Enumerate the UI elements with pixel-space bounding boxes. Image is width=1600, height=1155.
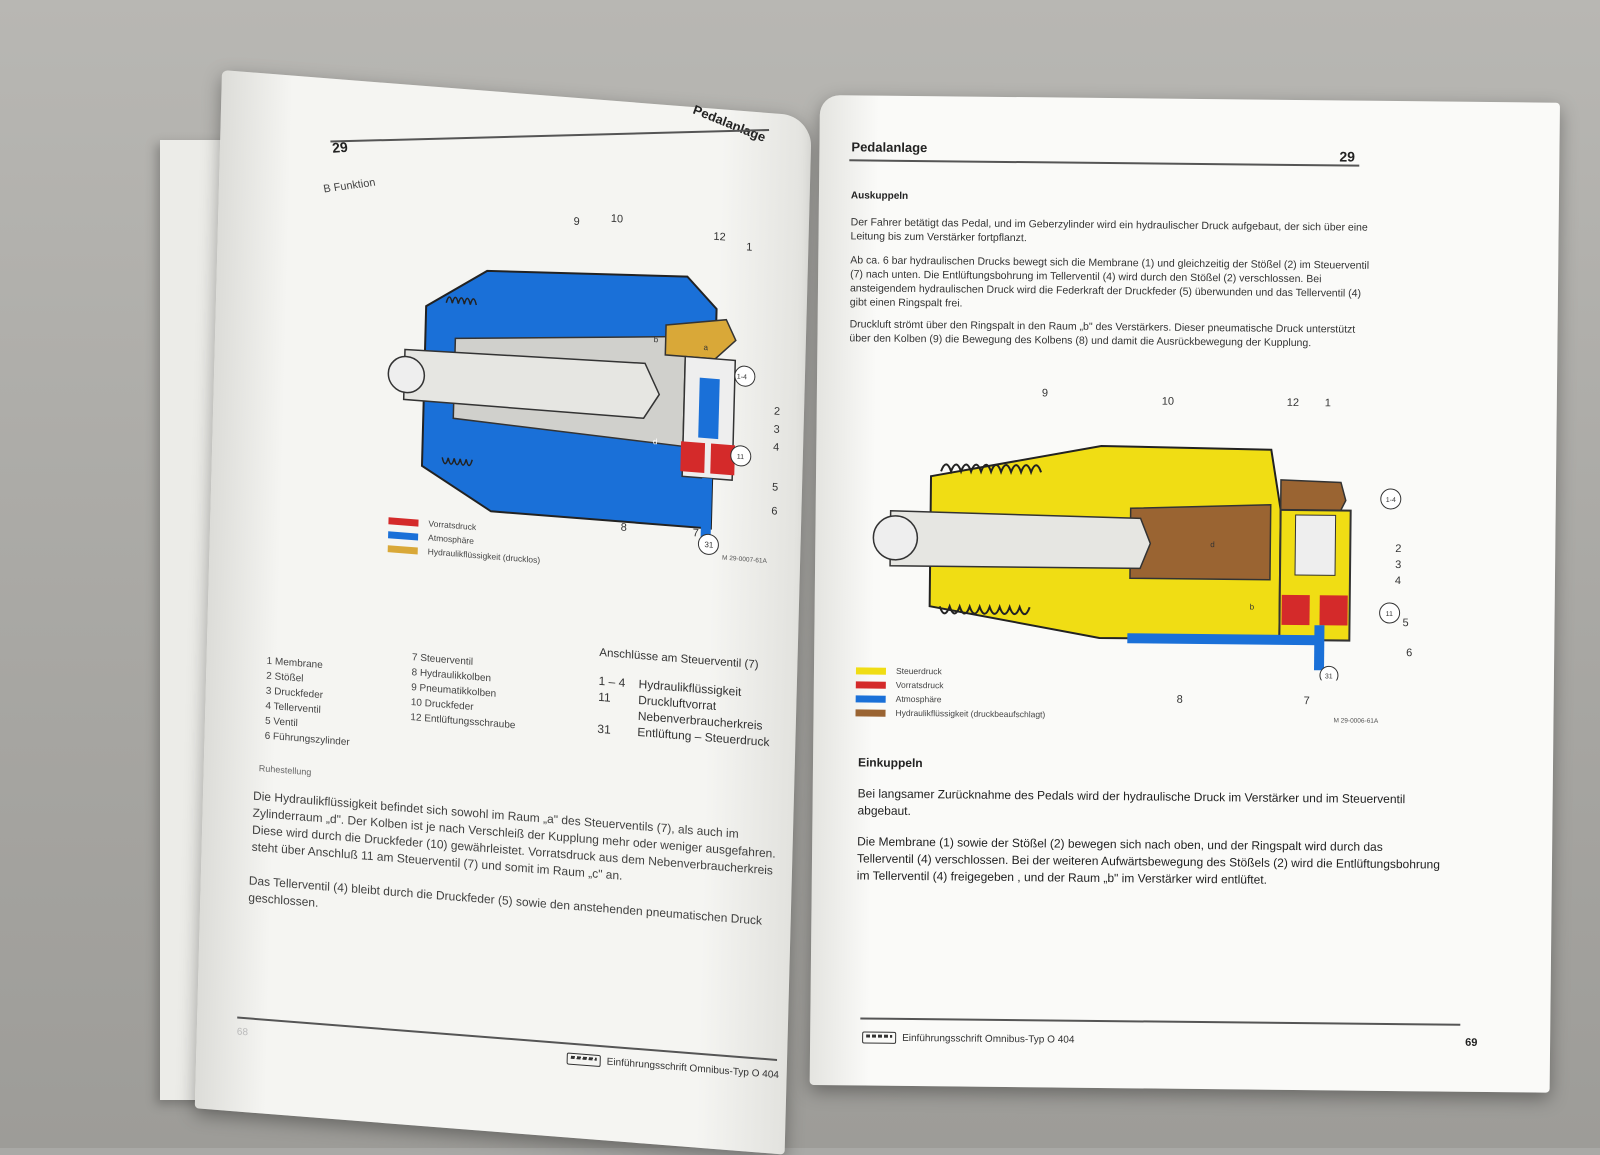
left-diagram-label: 12 — [713, 230, 726, 244]
legend-swatch — [387, 544, 418, 555]
right-footer-page: 69 — [1465, 1036, 1478, 1049]
right-diagram-label: 4 — [1394, 575, 1402, 588]
right-diagram-label: 31 — [1325, 673, 1333, 680]
right-diagram-label: 9 — [1041, 387, 1049, 400]
left-diagram-label: 9 — [573, 215, 580, 229]
right-diagram-label: 7 — [1303, 695, 1310, 708]
left-page: Pedalanlage 29 B Funktion b a d 1-4 11 3… — [194, 70, 812, 1155]
legend-swatch — [388, 516, 419, 527]
right-header-rule — [849, 159, 1360, 167]
parts-list-col2: 7 Steuerventil 8 Hydraulikkolben 9 Pneum… — [410, 650, 517, 733]
legend-swatch — [855, 694, 886, 703]
einkuppeln-heading: Einkuppeln — [857, 755, 923, 771]
legend-label: Steuerdruck — [895, 665, 942, 677]
right-figure-code: M 29-0006-61A — [1333, 717, 1379, 725]
connection-key: 11 — [598, 689, 611, 705]
left-diagram-label: 2 — [773, 405, 781, 418]
left-port-label: 1-4 — [737, 374, 747, 382]
right-port-label: 11 — [1386, 611, 1393, 618]
right-footer-rule — [860, 1017, 1461, 1026]
right-diagram: 1-4 11 31 d b — [872, 444, 1402, 682]
legend-swatch — [388, 530, 419, 541]
right-running-head: Pedalanlage — [851, 139, 928, 156]
left-diagram-label: 3 — [773, 423, 780, 436]
legend-label: Vorratsdruck — [895, 679, 944, 691]
bus-icon — [566, 1052, 601, 1068]
right-page: Pedalanlage 29 Auskuppeln Der Fahrer bet… — [809, 95, 1560, 1093]
right-chamber-label: b — [1250, 603, 1255, 612]
legend-label: Hydraulikflüssigkeit (druckbeaufschlagt) — [895, 707, 1046, 720]
auskuppeln-paragraph-1: Der Fahrer betätigt das Pedal, und im Ge… — [850, 216, 1368, 245]
auskuppeln-paragraph-3: Druckluft strömt über den Ringspalt in d… — [849, 318, 1356, 350]
left-diagram-label: 10 — [610, 212, 624, 226]
left-diagram-label: 1 — [746, 241, 753, 254]
left-section-title: B Funktion — [322, 176, 377, 196]
right-diagram-label: 2 — [1395, 543, 1402, 556]
right-diagram-label: 1 — [1324, 397, 1331, 410]
left-chamber-label: d — [653, 437, 658, 446]
left-chamber-label: a — [703, 343, 708, 352]
left-diagram-label: 5 — [771, 481, 779, 494]
left-footer-text: Einführungsschrift Omnibus-Typ O 404 — [606, 1056, 780, 1081]
left-footer-page: 68 — [236, 1026, 249, 1039]
legend-label: Atmosphäre — [895, 693, 942, 705]
rest-heading: Ruhestellung — [258, 763, 312, 778]
left-diagram-label: 7 — [692, 527, 699, 540]
right-chamber-label: d — [1210, 540, 1215, 549]
right-diagram-label: 6 — [1406, 647, 1413, 660]
connection-key: 31 — [597, 721, 611, 737]
legend-swatch — [855, 680, 886, 689]
left-chamber-label: b — [654, 335, 659, 344]
right-footer-text: Einführungsschrift Omnibus-Typ O 404 — [902, 1032, 1075, 1046]
right-page-number: 29 — [1339, 148, 1356, 165]
left-page-number: 29 — [331, 138, 349, 156]
auskuppeln-heading: Auskuppeln — [850, 190, 909, 202]
left-footer-rule — [237, 1016, 778, 1061]
right-diagram-label: 5 — [1402, 617, 1409, 630]
right-diagram-label: 10 — [1161, 395, 1175, 408]
left-diagram-label: 6 — [771, 505, 778, 518]
right-footer: Einführungsschrift Omnibus-Typ O 404 — [862, 1031, 1074, 1045]
legend-swatch — [855, 666, 887, 675]
left-diagram-label: 31 — [704, 540, 714, 550]
left-diagram-label: 4 — [772, 441, 780, 454]
left-header-rule — [330, 129, 770, 143]
legend-swatch — [855, 708, 886, 717]
right-diagram-label: 3 — [1395, 559, 1402, 572]
einkuppeln-paragraph-2: Die Membrane (1) sowie der Stößel (2) be… — [856, 834, 1441, 887]
right-legend: Steuerdruck Vorratsdruck Atmosphäre Hydr… — [855, 663, 1045, 721]
right-diagram-label: 8 — [1176, 693, 1183, 706]
right-port-label: 1-4 — [1386, 497, 1396, 504]
legend-item: Hydraulikflüssigkeit (druckbeaufschlagt) — [855, 705, 1045, 721]
right-diagram-label: 12 — [1286, 396, 1300, 410]
left-diagram: b a d 1-4 11 31 — [387, 269, 756, 555]
einkuppeln-paragraph-1: Bei langsamer Zurücknahme des Pedals wir… — [857, 786, 1406, 818]
left-diagram-label: 8 — [620, 521, 627, 534]
connections-title: Anschlüsse am Steuerventil (7) — [599, 646, 759, 672]
bus-icon — [862, 1031, 897, 1044]
left-port-label: 11 — [737, 454, 745, 462]
parts-list-col1: 1 Membrane 2 Stößel 3 Druckfeder 4 Telle… — [264, 654, 351, 751]
auskuppeln-paragraph-2: Ab ca. 6 bar hydraulischen Drucks bewegt… — [849, 254, 1370, 310]
